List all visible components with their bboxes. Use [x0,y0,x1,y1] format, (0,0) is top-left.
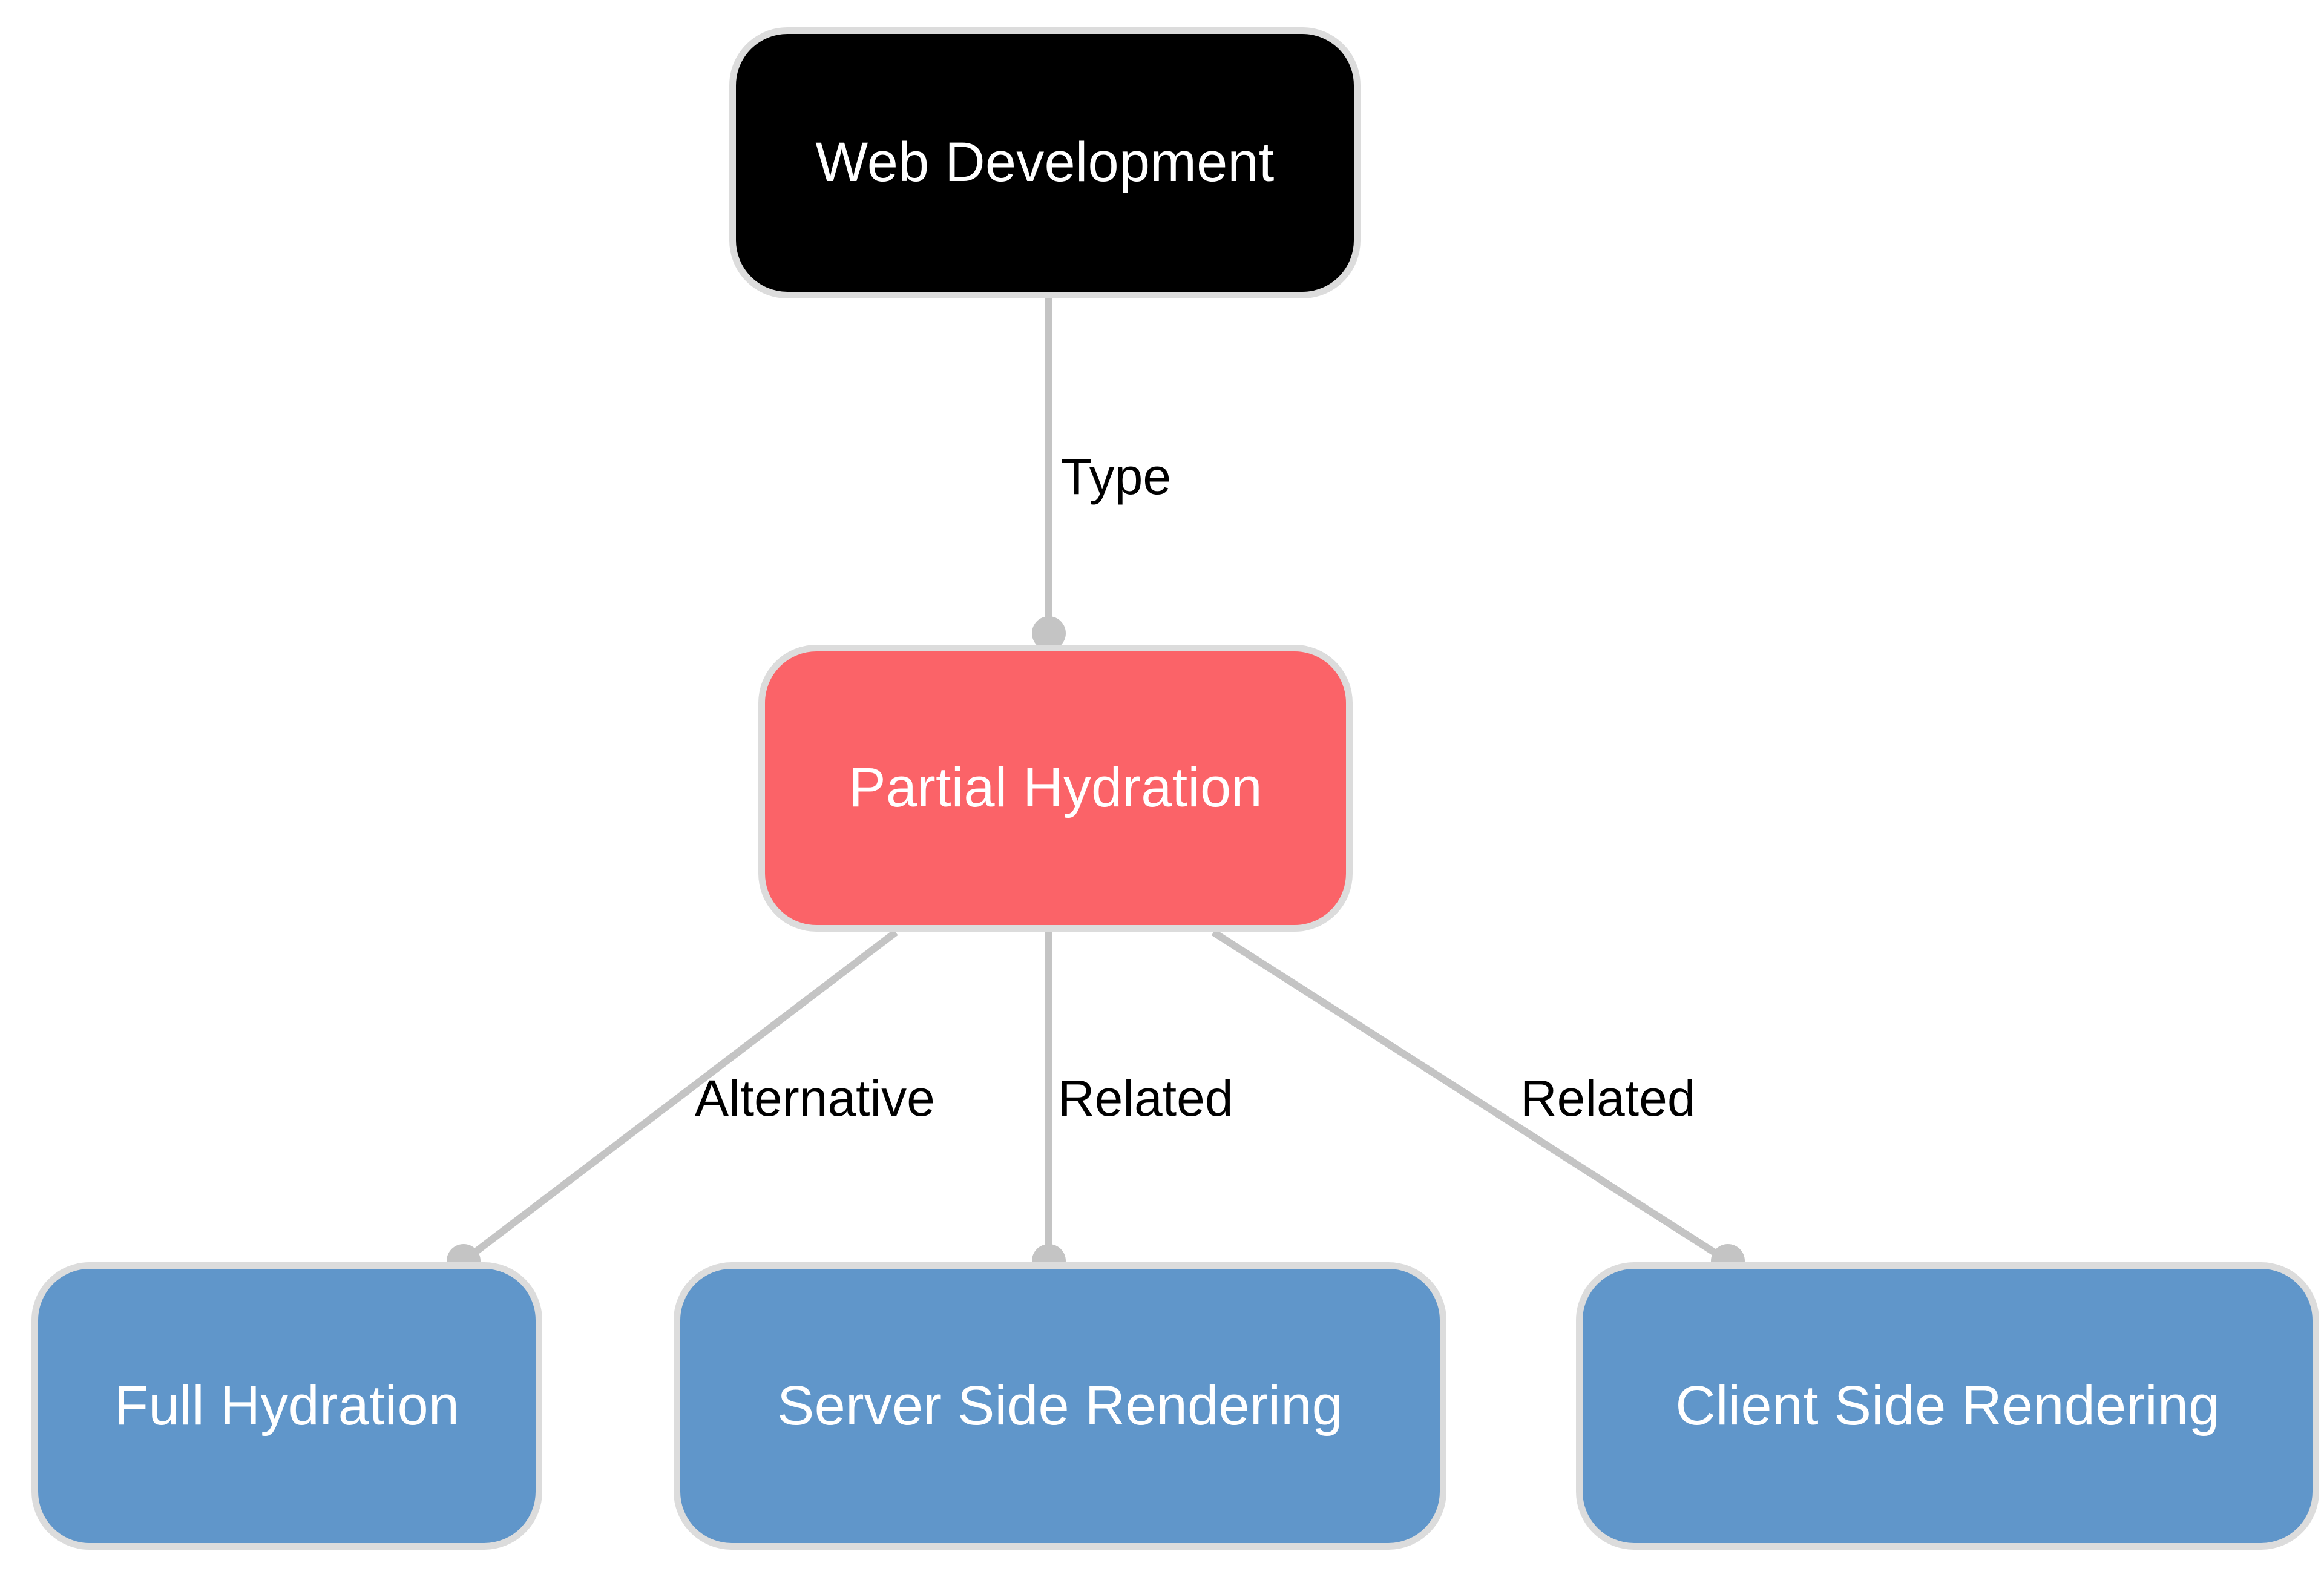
edge-label-alternative: Alternative [695,1070,935,1127]
edge-label-related-client-side-rendering: Related [1520,1070,1696,1127]
node-label-server-side-rendering: Server Side Rendering [777,1374,1343,1437]
node-label-client-side-rendering: Client Side Rendering [1675,1374,2220,1437]
edge-label-related-server-side-rendering: Related [1058,1070,1233,1127]
node-label-full-hydration: Full Hydration [114,1374,460,1437]
node-full-hydration[interactable]: Full Hydration [31,1262,542,1550]
node-server-side-rendering[interactable]: Server Side Rendering [674,1262,1446,1550]
node-client-side-rendering[interactable]: Client Side Rendering [1576,1262,2319,1550]
node-label-partial-hydration: Partial Hydration [849,757,1262,819]
node-label-web-development: Web Development [815,131,1275,194]
edge-label-type: Type [1061,448,1172,505]
node-partial-hydration[interactable]: Partial Hydration [758,645,1353,932]
node-web-development[interactable]: Web Development [729,27,1361,298]
